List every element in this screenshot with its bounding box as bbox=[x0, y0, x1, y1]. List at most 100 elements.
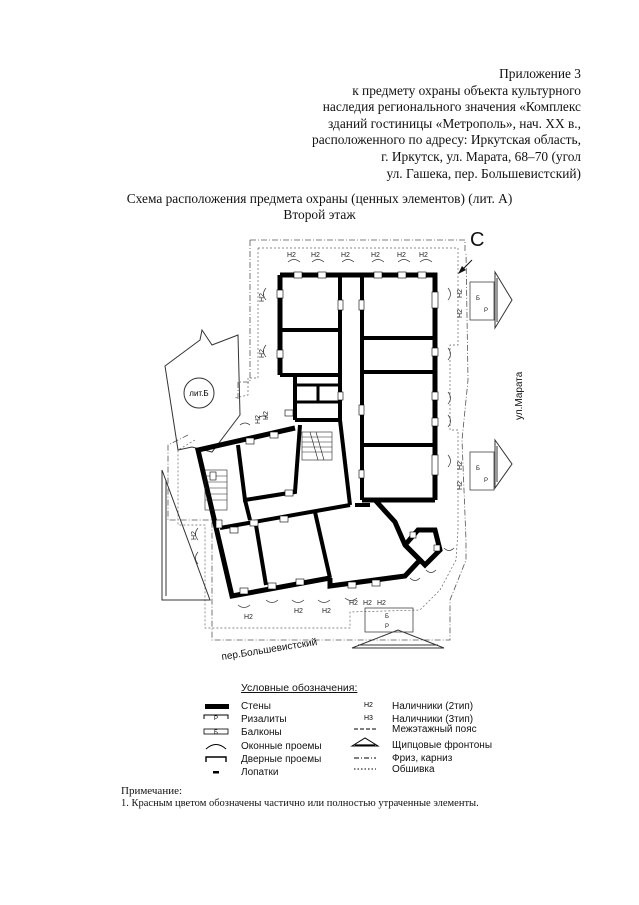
balcony-label: Б bbox=[476, 466, 480, 472]
legend-pediment-symbol bbox=[350, 737, 380, 747]
wall-inner bbox=[236, 424, 302, 503]
legend-balcony-letter: Б bbox=[214, 730, 218, 736]
cladding-outline bbox=[177, 247, 459, 629]
legend-title: Условные обозначения: bbox=[241, 682, 358, 694]
wall-inner bbox=[313, 511, 332, 579]
stair-box bbox=[204, 469, 228, 511]
window bbox=[279, 515, 289, 523]
header-line: Приложение 3 bbox=[499, 66, 581, 81]
legend-window-symbol bbox=[205, 744, 227, 750]
pediments bbox=[161, 270, 513, 649]
legend-pilaster-symbol bbox=[213, 771, 219, 774]
legend-cladding: Обшивка bbox=[392, 764, 435, 775]
legend-h2: Наличники (2тип) bbox=[392, 701, 474, 712]
legend-risalit-symbol bbox=[203, 714, 229, 719]
legend-h2-code: Н2 bbox=[364, 702, 373, 709]
building-b-outline bbox=[164, 328, 241, 453]
window bbox=[295, 578, 305, 586]
risalit-box bbox=[469, 281, 495, 321]
header-line: ул. Гашека, пер. Большевистский) bbox=[386, 165, 581, 181]
wall-outer-north bbox=[280, 272, 438, 500]
window bbox=[293, 271, 303, 279]
building-b-label: лит.Б bbox=[189, 389, 208, 398]
h2-label: Н2 bbox=[457, 309, 464, 318]
h2-labels: Н2 Н2 Н2 Н2 Н2 Н2 Н2 Н2 Н2 Н2 Н2 Н2 Н2 Н… bbox=[191, 252, 464, 621]
window bbox=[276, 289, 284, 299]
pediment-west bbox=[161, 469, 211, 601]
window-arcs bbox=[195, 259, 455, 608]
risalit-box bbox=[364, 607, 414, 633]
cladding-line bbox=[177, 247, 459, 629]
window bbox=[433, 544, 441, 552]
appendix-header: Приложение 3 к предмету охраны объекта к… bbox=[221, 66, 581, 182]
street-marat-label: ул.Марата bbox=[514, 371, 525, 420]
pediment-marat-north bbox=[494, 270, 513, 330]
h2-label: Н2 bbox=[259, 293, 266, 302]
window bbox=[284, 489, 294, 497]
frieze-outline bbox=[167, 239, 469, 641]
risalit-label: Р bbox=[484, 308, 488, 314]
legend-belt: Межэтажный пояс bbox=[392, 724, 477, 735]
h2-label: Н2 bbox=[349, 600, 358, 607]
h2-label: Н2 bbox=[263, 411, 270, 420]
frieze-line bbox=[250, 239, 466, 252]
risalits bbox=[364, 281, 495, 633]
window bbox=[431, 347, 439, 357]
legend-pilasters: Лопатки bbox=[241, 767, 279, 778]
window bbox=[358, 404, 365, 416]
window bbox=[409, 531, 417, 539]
scheme-title-line1: Схема расположения предмета охраны (ценн… bbox=[126, 191, 513, 206]
frieze-line bbox=[167, 251, 469, 641]
street-bolshevistsky-label: пер.Большевистский bbox=[221, 637, 318, 663]
balcony-label: Б bbox=[476, 296, 480, 302]
frieze-line bbox=[237, 240, 251, 400]
north-arrow-head bbox=[458, 266, 466, 274]
header-line: расположенного по адресу: Иркутская обла… bbox=[312, 132, 581, 148]
legend-wall-symbol bbox=[205, 704, 229, 709]
risalit-label: Р bbox=[484, 478, 488, 484]
h2-label: Н2 bbox=[287, 252, 296, 259]
window bbox=[317, 271, 327, 279]
h2-label: Н2 bbox=[341, 252, 350, 259]
window bbox=[373, 271, 383, 279]
legend-balcony-symbol bbox=[203, 728, 229, 735]
walls bbox=[194, 272, 443, 599]
note-heading: Примечание: bbox=[121, 785, 183, 797]
legend-doors: Дверные проемы bbox=[241, 754, 322, 765]
wall-inner bbox=[243, 499, 252, 521]
h2-label: Н2 bbox=[244, 614, 253, 621]
note-text: 1. Красным цветом обозначены частично ил… bbox=[121, 798, 479, 809]
legend-balconies: Балконы bbox=[241, 727, 282, 738]
balcony-label: Б bbox=[385, 614, 389, 620]
north-indicator: С bbox=[458, 229, 484, 274]
h2-label: Н2 bbox=[371, 252, 380, 259]
pediment-south bbox=[351, 629, 445, 649]
window bbox=[397, 271, 407, 279]
h2-label: Н2 bbox=[191, 531, 198, 540]
scheme-title: Схема расположения предмета охраны (ценн… bbox=[0, 191, 639, 223]
stair-box bbox=[301, 431, 333, 461]
cladding-line bbox=[234, 248, 259, 399]
pediment-marat-south bbox=[494, 438, 513, 490]
window bbox=[215, 519, 223, 529]
risalit-box bbox=[469, 451, 495, 491]
legend-pediments: Щипцовые фронтоны bbox=[392, 740, 493, 751]
window bbox=[337, 391, 344, 401]
legend-risalits: Ризалиты bbox=[241, 714, 287, 725]
building-b-label-circle bbox=[183, 377, 215, 409]
legend-walls: Стены bbox=[241, 701, 271, 712]
h2-label: Н2 bbox=[294, 608, 303, 615]
window bbox=[239, 587, 249, 595]
wall-inner bbox=[338, 419, 352, 506]
window bbox=[267, 582, 277, 590]
scheme-title-line2: Второй этаж bbox=[283, 207, 356, 222]
window bbox=[358, 469, 365, 479]
h2-label: Н2 bbox=[377, 600, 386, 607]
header-line: к предмету охраны объекта культурного bbox=[352, 82, 581, 98]
window bbox=[431, 417, 439, 427]
window bbox=[431, 454, 439, 476]
h2-label: Н2 bbox=[363, 600, 372, 607]
north-label: С bbox=[470, 229, 484, 251]
window bbox=[431, 291, 439, 309]
window bbox=[337, 299, 344, 311]
